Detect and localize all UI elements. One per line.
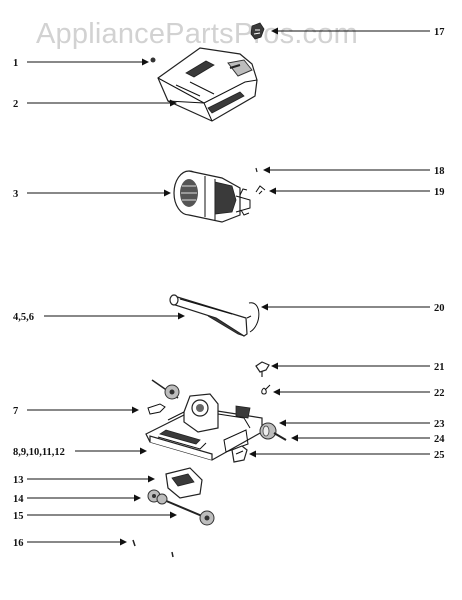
watermark: AppliancePartsPros.com: [36, 18, 358, 50]
callout-25: 25: [434, 450, 445, 461]
part-20-seal: [246, 302, 260, 333]
callout-14: 14: [13, 494, 24, 505]
part-23-wheel: [259, 422, 277, 440]
part-4-5-6-nozzle-tube: [169, 294, 248, 337]
leader-lines: [27, 27, 430, 546]
callout-13: 13: [13, 475, 24, 486]
callout-15: 15: [13, 511, 24, 522]
part-15-axle: [156, 493, 215, 526]
part-18-pin: [255, 167, 258, 173]
callout-22: 22: [434, 388, 445, 399]
callout-21: 21: [434, 362, 445, 373]
part-2-hood: [157, 47, 258, 122]
part-24-axle-pin: [273, 432, 287, 441]
part-7-bracket: [147, 379, 180, 415]
callout-3: 3: [13, 189, 18, 200]
part-1-screw: [150, 57, 156, 63]
callout-labels: 1 2 3 4,5,6 7 8,9,10,11,12 13 14 15 16 1…: [13, 27, 445, 549]
callout-23: 23: [434, 419, 445, 430]
part-13-bumper: [165, 467, 203, 499]
callout-8-12: 8,9,10,11,12: [13, 447, 65, 458]
callout-16: 16: [13, 538, 24, 549]
callout-7: 7: [13, 406, 18, 417]
part-16-screw: [132, 539, 174, 558]
part-3-motor: [173, 170, 251, 223]
part-19-brush-holder: [255, 185, 266, 195]
callout-19: 19: [434, 187, 445, 198]
callout-18: 18: [434, 166, 445, 177]
callout-4-5-6: 4,5,6: [13, 312, 34, 323]
part-21-latch: [255, 361, 270, 377]
callout-20: 20: [434, 303, 445, 314]
callout-1: 1: [13, 58, 18, 69]
callout-17: 17: [434, 27, 445, 38]
callout-2: 2: [13, 99, 18, 110]
callout-24: 24: [434, 434, 445, 445]
part-25-clip: [231, 445, 248, 463]
part-22-spring: [261, 384, 271, 395]
part-17-clip: [250, 22, 265, 40]
